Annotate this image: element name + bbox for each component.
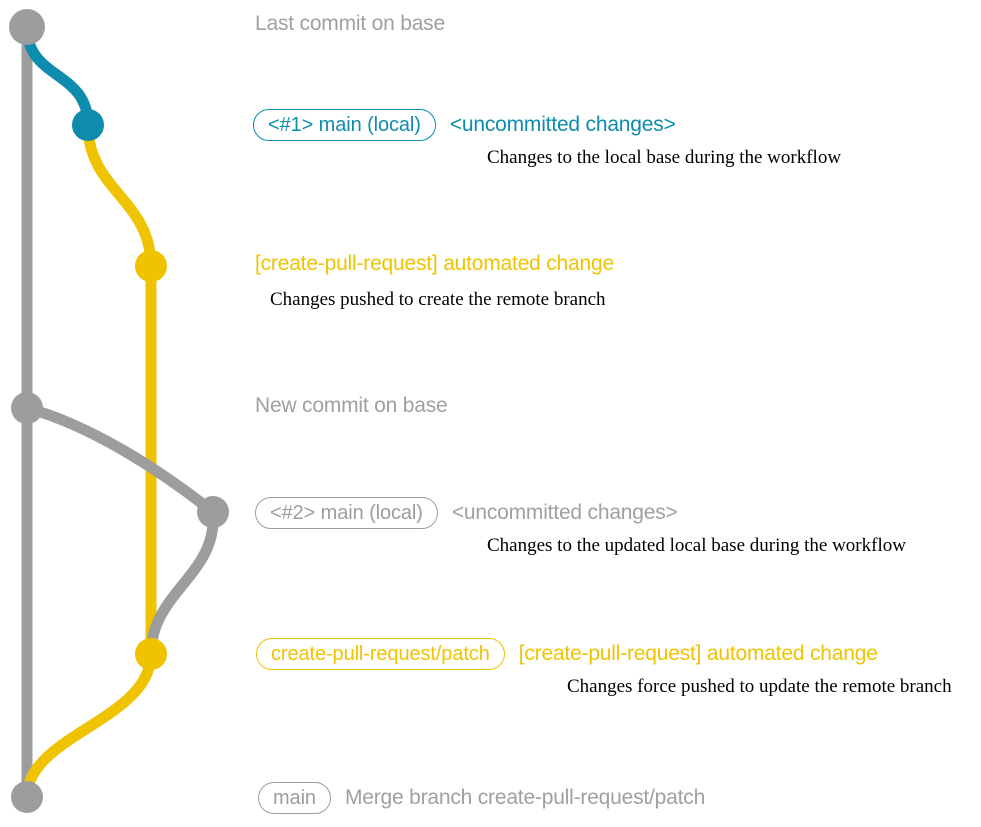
ref-pill-main-local-2[interactable]: <#2> main (local) [255, 497, 438, 529]
ref-pill-create-pull-request-patch[interactable]: create-pull-request/patch [256, 638, 505, 670]
commit-row-new-commit-on-base: New commit on base [255, 394, 448, 418]
commit-row-automated-change-1: [create-pull-request] automated change [255, 252, 614, 276]
commit-row-last-commit-on-base: Last commit on base [255, 12, 445, 36]
ref-pill-main[interactable]: main [258, 782, 331, 814]
commit-note-local-commit-1: Changes to the local base during the wor… [487, 147, 842, 168]
node-local-commit-1[interactable] [72, 109, 104, 141]
commit-subject-automated-change-1: [create-pull-request] automated change [255, 252, 614, 275]
commit-note-local-commit-2: Changes to the updated local base during… [487, 535, 906, 556]
commit-subject-merge-commit: Merge branch create-pull-request/patch [344, 786, 706, 809]
edge-patch2-to-merge [21, 648, 157, 803]
commit-note-automated-change-1: Changes pushed to create the remote bran… [270, 289, 606, 310]
ref-pill-main-local-1[interactable]: <#1> main (local) [253, 109, 436, 141]
commit-subject-new-commit-on-base: New commit on base [255, 394, 448, 417]
edge-local2-to-patch2 [145, 506, 219, 660]
commit-subject-local-commit-1: <uncommitted changes> [449, 113, 676, 136]
node-new-commit-on-base[interactable] [11, 392, 43, 424]
branch-edges [21, 21, 219, 803]
edge-base2-to-local2 [21, 402, 219, 518]
commit-subject-last-commit-on-base: Last commit on base [255, 12, 445, 35]
node-merge-commit[interactable] [11, 781, 43, 813]
commit-row-local-commit-1: <#1> main (local) <uncommitted changes> [253, 109, 676, 141]
node-local-commit-2[interactable] [197, 496, 229, 528]
commit-row-merge-commit: main Merge branch create-pull-request/pa… [258, 782, 705, 814]
edge-local1-to-patch1 [82, 119, 157, 272]
commit-note-automated-change-2: Changes force pushed to update the remot… [567, 676, 952, 697]
node-automated-change-1[interactable] [135, 250, 167, 282]
commit-subject-local-commit-2: <uncommitted changes> [451, 501, 678, 524]
commit-nodes [9, 9, 229, 813]
commit-subject-automated-change-2: [create-pull-request] automated change [518, 642, 878, 665]
node-last-commit-on-base[interactable] [9, 9, 45, 45]
node-automated-change-2[interactable] [135, 638, 167, 670]
commit-row-local-commit-2: <#2> main (local) <uncommitted changes> [255, 497, 678, 529]
commit-row-automated-change-2: create-pull-request/patch [create-pull-r… [256, 638, 878, 670]
